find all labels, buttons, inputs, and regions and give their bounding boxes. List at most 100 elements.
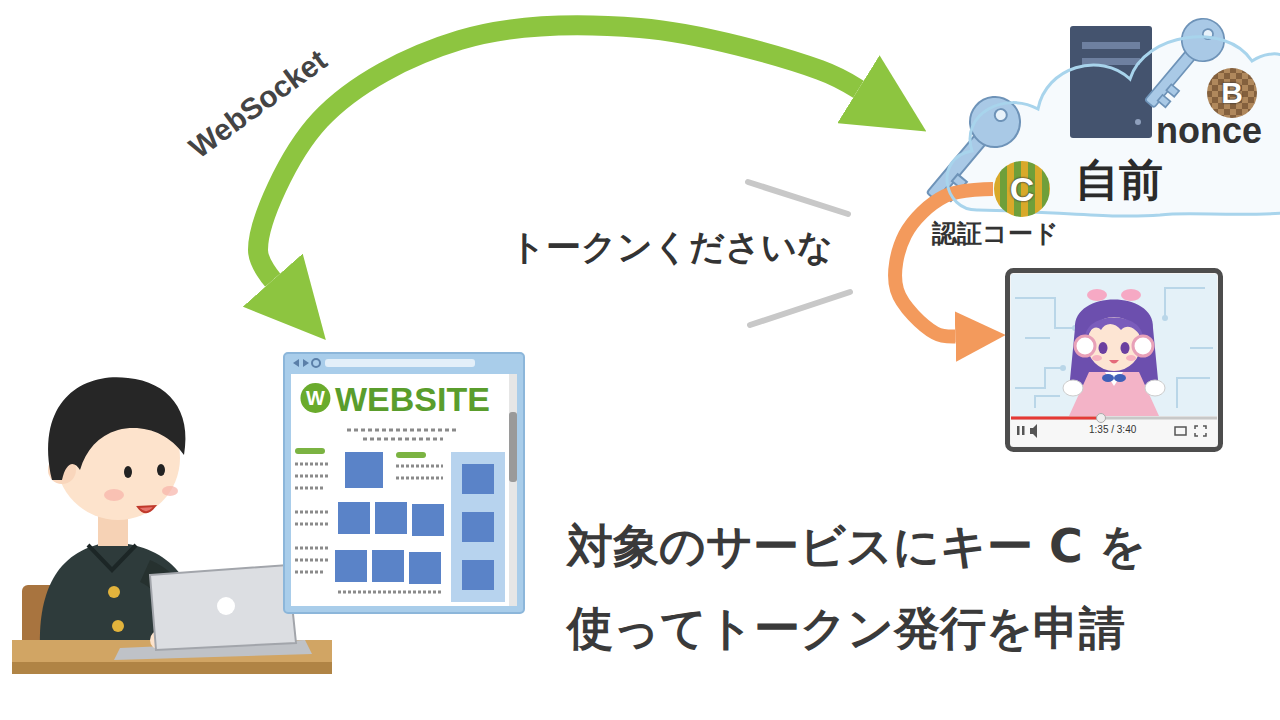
browser-outline [396, 452, 426, 458]
node-text: WEBSITE [335, 382, 490, 416]
video-outline [1121, 289, 1141, 301]
person-figure [88, 545, 136, 570]
annotation-label: nonce [1156, 113, 1262, 149]
annotation-label: トークンくださいな [510, 230, 833, 265]
video-outline [1085, 318, 1143, 341]
browser-outline [338, 502, 370, 534]
node-text: C [1010, 172, 1035, 206]
browser-outline [295, 547, 329, 550]
browser-outline [295, 463, 329, 466]
video-outline [1075, 336, 1095, 356]
person-figure [112, 620, 124, 632]
key-badge: B [1206, 67, 1258, 119]
caption-text: 対象のサービスにキー C を 使ってトークン発行を申請 [567, 505, 1167, 669]
browser-outline [462, 560, 494, 590]
browser-window: WEBSITE W [283, 352, 525, 614]
person-figure [12, 662, 332, 674]
video-outline [1195, 426, 1206, 436]
key-icon [1166, 84, 1179, 96]
browser-outline [363, 438, 443, 441]
video-outline [1097, 414, 1106, 423]
node-text: 1:35 / 3:40 [1089, 425, 1136, 435]
logo-circle: W [300, 383, 331, 413]
browser-outline [412, 504, 444, 536]
video-outline [1175, 427, 1186, 435]
cloud-outline [947, 37, 1280, 216]
server-icon [1070, 26, 1152, 138]
person-figure [104, 489, 124, 501]
browser-outline [335, 550, 367, 582]
video-outline [1063, 380, 1083, 396]
browser-outline [295, 487, 323, 490]
video-outline [1087, 289, 1107, 301]
browser-outline [396, 465, 443, 468]
browser-outline [509, 412, 517, 482]
video-outline [1017, 426, 1020, 435]
video-outline [1060, 365, 1066, 371]
browser-outline [451, 452, 505, 602]
browser-outline [372, 550, 404, 582]
person-figure [162, 486, 178, 496]
edge-label: WebSocket [184, 44, 332, 163]
node-text: W [306, 388, 325, 408]
server-icon [1135, 119, 1141, 125]
key-icon [992, 107, 1009, 124]
badgeC-outline [994, 161, 1050, 217]
person-figure [157, 464, 165, 476]
video-outline [1126, 355, 1136, 361]
badgeB-outline [1207, 68, 1257, 118]
browser-outline [295, 475, 329, 478]
browser-outline [291, 374, 517, 606]
key-icon [1158, 95, 1171, 107]
edge-label-holder: WebSocket [258, 104, 419, 134]
person-figure [124, 466, 132, 478]
video-outline [1121, 342, 1130, 354]
browser-outline [295, 571, 323, 574]
video-outline [1162, 315, 1168, 321]
browser-outline [345, 452, 383, 488]
video-outline [1069, 300, 1159, 391]
browser-outline [295, 448, 325, 454]
video-outline [1011, 417, 1101, 420]
label-holder: nonce [1156, 113, 1262, 149]
browser-outline [295, 523, 329, 526]
video-outline [1022, 426, 1025, 435]
video-outline [1030, 424, 1037, 438]
wlogo-outline [300, 383, 330, 413]
person-figure [217, 597, 235, 615]
speech-lines [750, 292, 850, 325]
browser-outline [303, 359, 309, 367]
browser-outline [396, 477, 443, 480]
person-figure [108, 586, 120, 598]
video-outline [1133, 336, 1153, 356]
server-icon [1082, 42, 1140, 49]
video-outline [1109, 360, 1119, 364]
key-badge: C [993, 160, 1051, 218]
video-outline [1114, 374, 1126, 382]
caption-holder: 対象のサービスにキー C を 使ってトークン発行を申請 [567, 505, 1167, 669]
video-player: 1:35 / 3:40 [1005, 268, 1223, 452]
browser-outline [338, 591, 443, 594]
browser-outline [293, 359, 299, 367]
video-outline [1011, 274, 1217, 416]
video-outline [1011, 416, 1217, 446]
label-holder: トークンくださいな [510, 230, 833, 265]
video-outline [1069, 372, 1159, 416]
browser-outline [295, 559, 329, 562]
browser-outline [409, 552, 441, 584]
browser-outline [312, 359, 320, 367]
server-icon [1070, 26, 1152, 138]
person-figure [48, 377, 185, 480]
browser-outline [347, 429, 459, 432]
connectors [258, 25, 993, 336]
browser-outline [295, 511, 329, 514]
annotation-label: 認証コード [932, 221, 1059, 246]
person-figure [150, 565, 296, 650]
browser-outline [462, 464, 494, 494]
video-outline [1092, 355, 1102, 361]
browser-outline [375, 502, 407, 534]
label-holder: 認証コード [932, 221, 1059, 246]
video-outline [1099, 342, 1108, 354]
browser-outline [462, 512, 494, 542]
